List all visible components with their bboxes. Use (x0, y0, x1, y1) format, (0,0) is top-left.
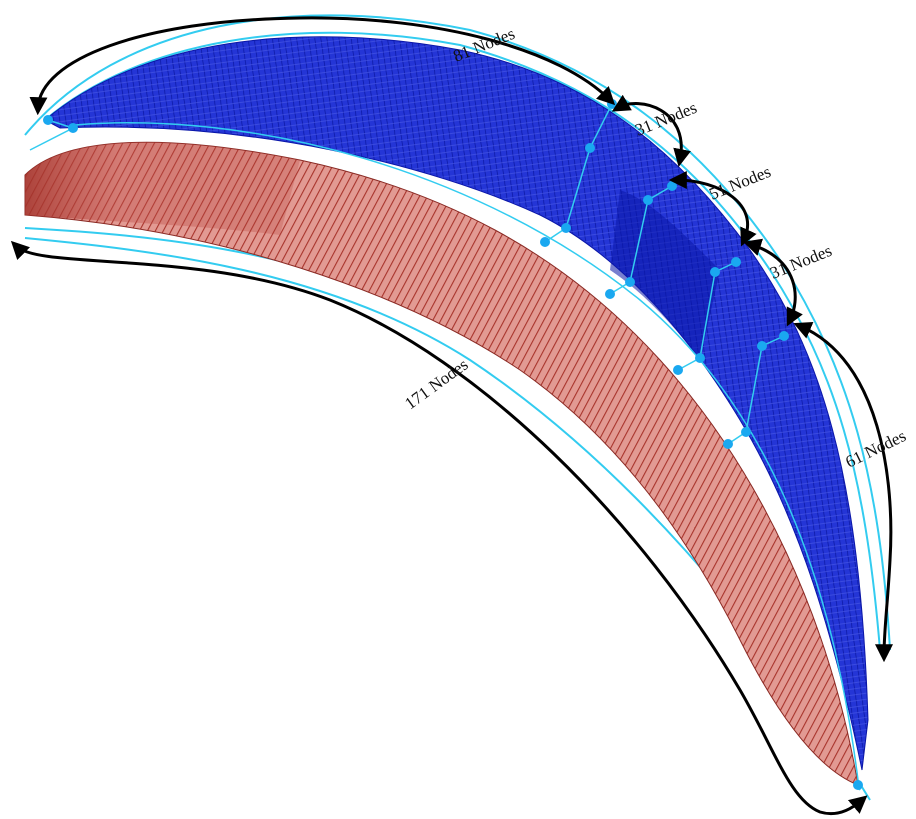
pressure-leading-shade (25, 142, 300, 235)
node-point (625, 277, 635, 287)
node-point (43, 115, 53, 125)
node-point (561, 223, 571, 233)
node-point (710, 267, 720, 277)
node-point (585, 143, 595, 153)
node-point (68, 123, 78, 133)
node-point (643, 195, 653, 205)
node-point (540, 237, 550, 247)
node-point (757, 341, 767, 351)
arrow-31-nodes-a (611, 94, 691, 168)
node-point (667, 181, 677, 191)
split-line-1 (544, 103, 613, 243)
label-171-nodes: 171 Nodes (401, 355, 471, 413)
label-51-nodes: 51 Nodes (706, 162, 773, 204)
arrow-51-nodes (668, 171, 757, 247)
node-point (673, 365, 683, 375)
label-31-nodes-b: 31 Nodes (767, 241, 834, 283)
arrow-81-nodes (29, 16, 616, 116)
node-point (853, 780, 863, 790)
label-61-nodes: 61 Nodes (842, 426, 908, 471)
node-point (731, 257, 741, 267)
dimension-arrows (10, 16, 894, 815)
node-point (779, 331, 789, 341)
node-point (741, 427, 751, 437)
node-point (695, 353, 705, 363)
node-point (605, 289, 615, 299)
arrow-171-nodes (10, 240, 868, 815)
node-point (723, 439, 733, 449)
